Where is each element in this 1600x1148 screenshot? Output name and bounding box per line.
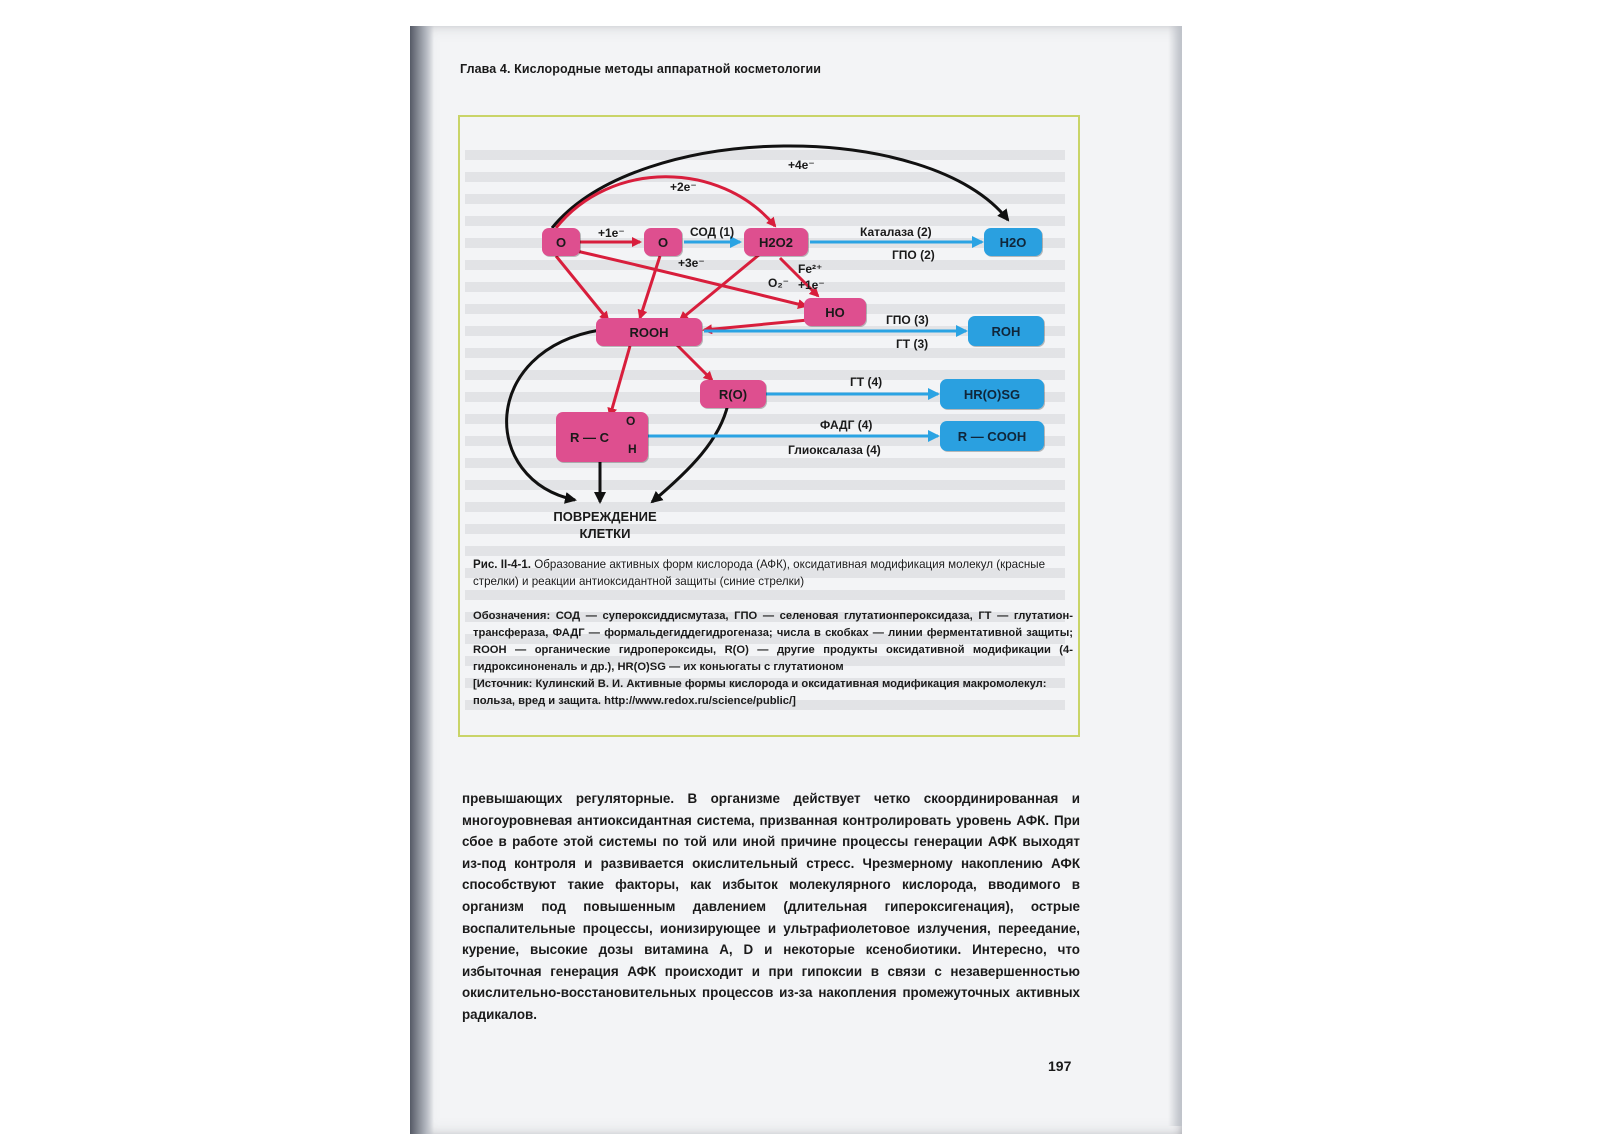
label-sod: СОД (1) (690, 225, 735, 239)
arrow-o2-to-h2o2-2e (554, 175, 777, 229)
label-glyox4: Глиоксалаза (4) (788, 443, 881, 457)
arrow-rooh-to-aldehyde (607, 345, 632, 418)
node-o2: O (542, 228, 580, 256)
node-ro: R(O) (700, 380, 766, 408)
label-gt3: ГТ (3) (896, 337, 929, 351)
label-gt4: ГТ (4) (850, 375, 883, 389)
arrow-h2o2-to-rooh (678, 252, 761, 322)
label-fadg4: ФАДГ (4) (820, 418, 873, 432)
page-number: 197 (1048, 1058, 1072, 1074)
arrow-o2-to-rooh (554, 255, 610, 322)
node-roh: ROH (968, 316, 1044, 346)
node-rcooh: R — COOH (940, 421, 1044, 451)
arrow-rooh-to-damage (505, 328, 601, 504)
arrow-h2o2-to-ho (778, 256, 820, 298)
running-head: Глава 4. Кислородные методы аппаратной к… (460, 62, 822, 76)
node-rooh: ROOH (596, 318, 702, 346)
label-plus4e: +4e⁻ (788, 158, 815, 172)
label-plus3e: +3e⁻ (678, 256, 705, 270)
arrow-rooh-to-ro (674, 342, 714, 382)
cell-damage-line2: КЛЕТКИ (579, 526, 631, 541)
label-gpo2: ГПО (2) (892, 248, 935, 262)
label-plus1e-b: +1e⁻ (798, 278, 825, 292)
page-spine-shadow (410, 26, 434, 1134)
arrow-o2radical-to-rooh (637, 255, 662, 320)
node-h2o: H2O (984, 228, 1042, 256)
node-aldehyde: R — C O H (556, 412, 648, 462)
label-fe: Fe²⁺ (798, 262, 823, 276)
figure-legend: Обозначения: СОД — супероксиддисмутаза, … (473, 608, 1073, 710)
figure-caption: Рис. II-4-1. Образование активных форм к… (473, 556, 1073, 590)
node-hrosg: HR(O)SG (940, 379, 1044, 409)
arrow-ro-to-damage (650, 403, 730, 504)
label-plus2e: +2e⁻ (670, 180, 697, 194)
aldehyde-o: O (626, 414, 636, 428)
cell-damage-line1: ПОВРЕЖДЕНИЕ (553, 509, 657, 524)
cell-damage-label: ПОВРЕЖДЕНИЕ КЛЕТКИ (550, 508, 660, 542)
page-edge-shadow (1168, 26, 1182, 1126)
arrow-ho-to-rooh (702, 318, 809, 335)
label-plus1e: +1e⁻ (598, 226, 625, 240)
aldehyde-formula: R — C (570, 429, 609, 445)
body-paragraph: превышающих регуляторные. В организме де… (462, 791, 1080, 1022)
figure-frame (458, 115, 1080, 737)
node-h2o2: H2O2 (744, 228, 808, 256)
aldehyde-h: H (628, 442, 637, 456)
node-ho: HO (804, 298, 866, 326)
book-page (410, 26, 1182, 1134)
label-gpo3: ГПО (3) (886, 313, 929, 327)
arrow-o2-to-ho-3e (571, 248, 808, 309)
legend-source: [Источник: Кулинский В. И. Активные форм… (473, 678, 1047, 707)
legend-text: Обозначения: СОД — супероксиддисмутаза, … (473, 610, 1073, 673)
node-o2-radical: O (644, 228, 682, 256)
caption-text: Образование активных форм кислорода (АФК… (473, 558, 1046, 588)
label-o2minus: O₂⁻ (768, 276, 789, 290)
label-catalase: Каталаза (2) (860, 225, 932, 239)
caption-prefix: Рис. II-4-1. (473, 558, 532, 571)
arrow-o2-to-h2o-4e (550, 144, 1010, 229)
